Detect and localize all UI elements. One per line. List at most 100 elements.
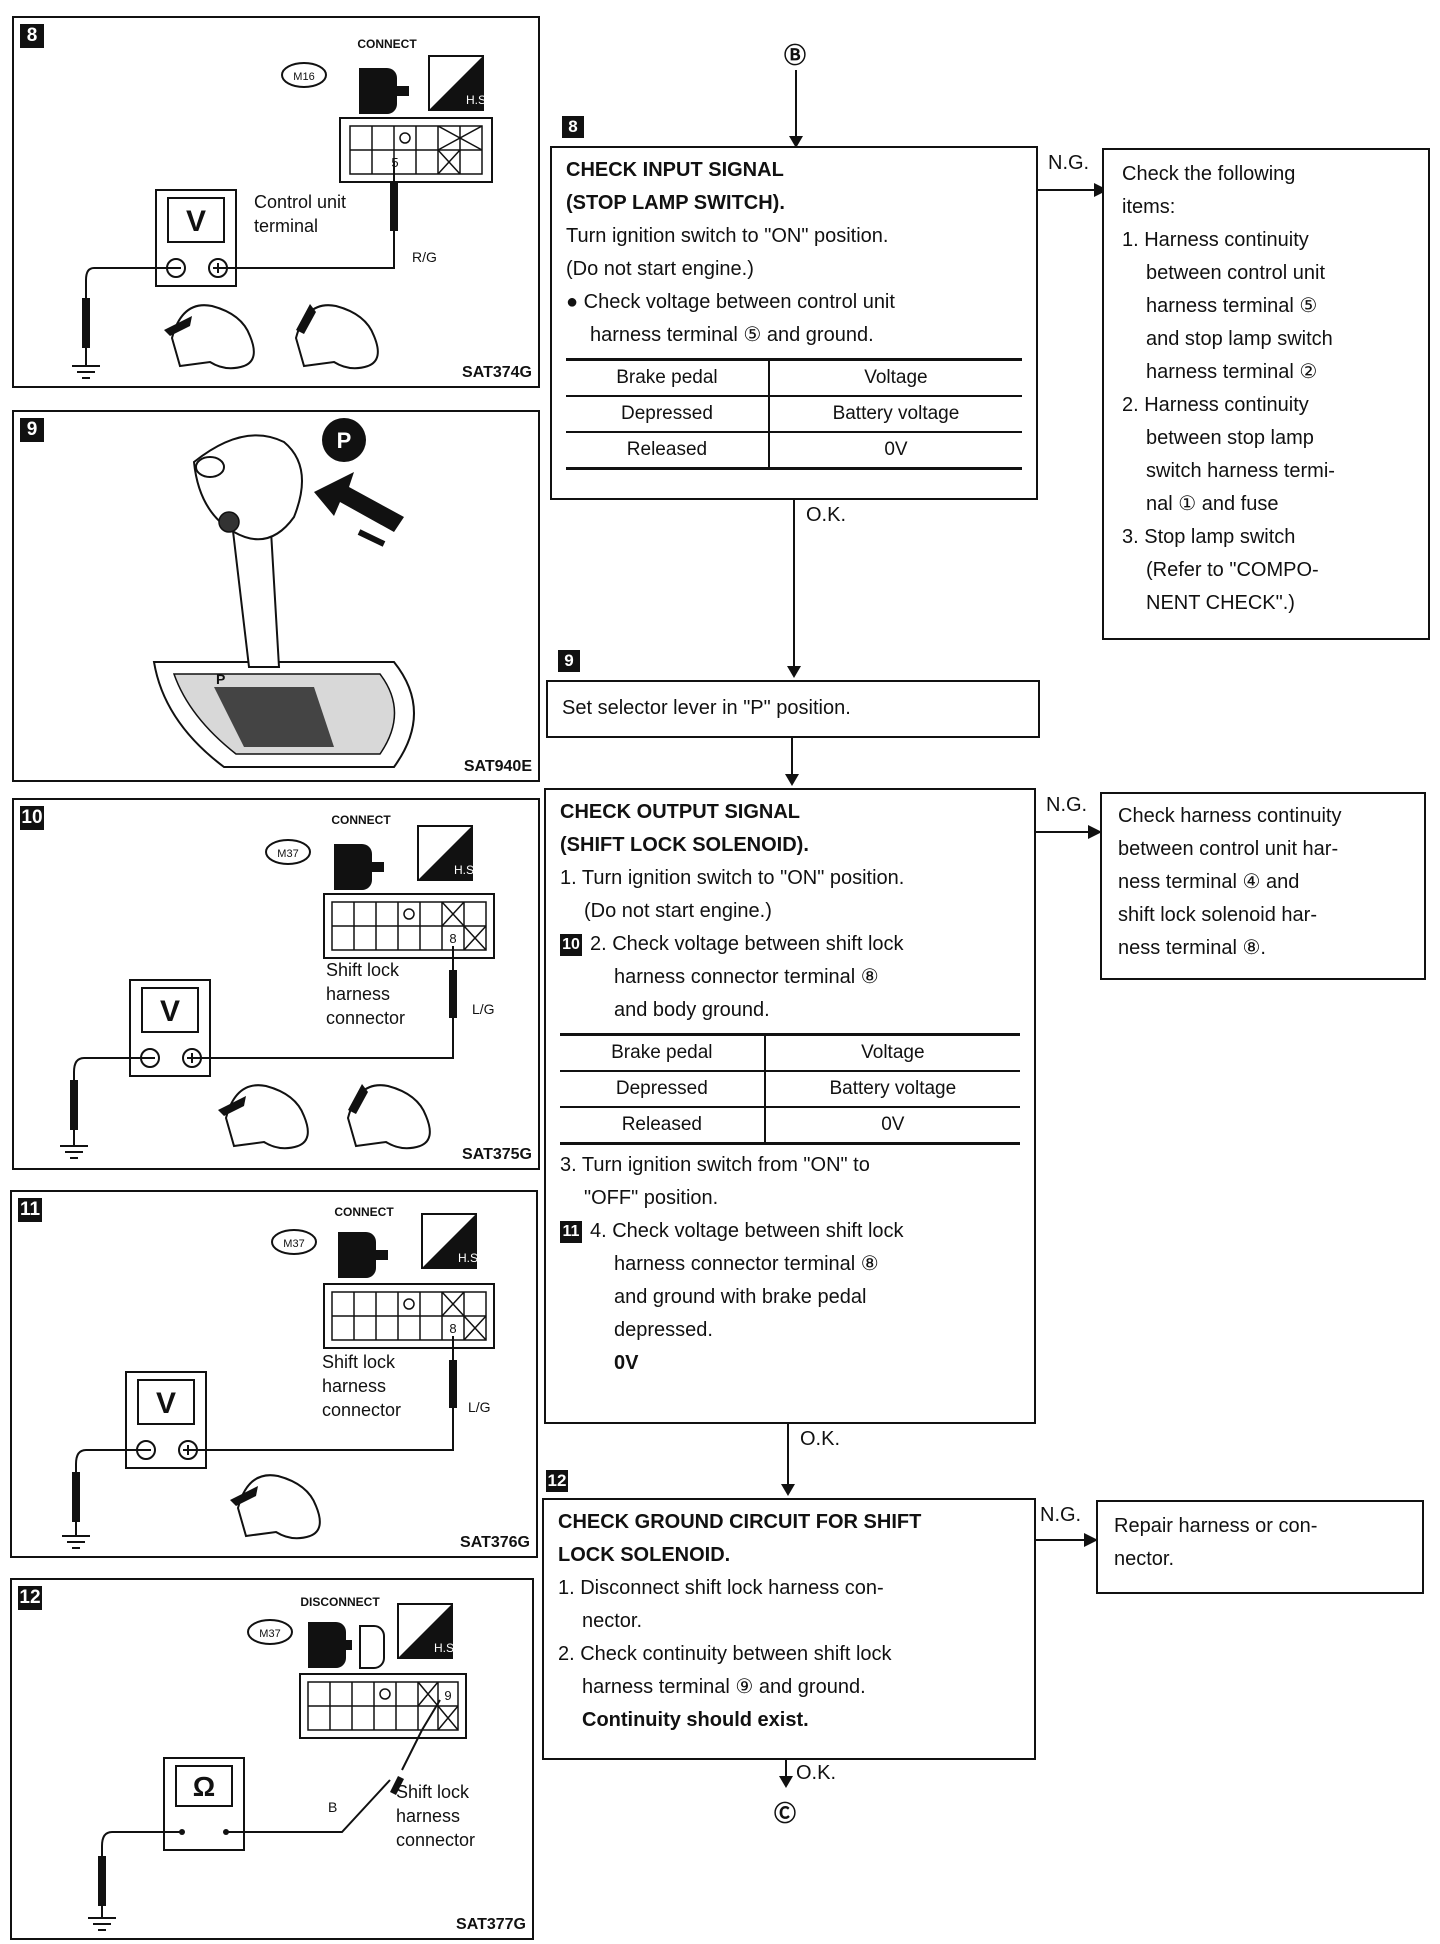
svg-text:Shift lock: Shift lock bbox=[322, 1352, 396, 1372]
voltage-table: Brake pedal Voltage Depressed Battery vo… bbox=[566, 358, 1022, 470]
step-text: depressed. bbox=[614, 1319, 713, 1341]
step-text: (Do not start engine.) bbox=[566, 258, 754, 280]
step-badge-9: 9 bbox=[558, 650, 580, 672]
svg-text:V: V bbox=[186, 205, 206, 238]
step-text: 1. Disconnect shift lock harness con- bbox=[558, 1577, 884, 1599]
figure-code: SAT376G bbox=[460, 1534, 530, 1551]
connector-icon bbox=[359, 68, 409, 114]
svg-text:9: 9 bbox=[444, 1688, 451, 1703]
step-text: 2. Check continuity between shift lock bbox=[558, 1643, 892, 1665]
voltage-table: Brake pedal Voltage Depressed Battery vo… bbox=[560, 1033, 1020, 1145]
svg-text:Control unit: Control unit bbox=[254, 192, 346, 212]
ng-text: ness terminal ④ and bbox=[1118, 871, 1300, 893]
sub-step-badge: 11 bbox=[560, 1220, 582, 1243]
step-text: 1. Turn ignition switch to "ON" position… bbox=[560, 867, 905, 889]
step-8-box: CHECK INPUT SIGNAL (STOP LAMP SWITCH). T… bbox=[550, 146, 1038, 500]
ohmmeter-diagram: M37 DISCONNECT H.S. 9 Shift lock harness… bbox=[88, 1595, 475, 1931]
figure-code: SAT940E bbox=[463, 758, 532, 775]
step-title: CHECK GROUND CIRCUIT FOR SHIFT bbox=[558, 1511, 922, 1533]
figure-code: SAT375G bbox=[462, 1146, 532, 1163]
ng-text: 3. Stop lamp switch bbox=[1122, 526, 1296, 548]
svg-text:harness: harness bbox=[396, 1806, 460, 1826]
svg-text:Shift lock: Shift lock bbox=[396, 1782, 470, 1802]
sub-step-badge: 10 bbox=[560, 933, 582, 956]
table-cell: Depressed bbox=[560, 1071, 766, 1108]
ng-label: N.G. bbox=[1046, 794, 1088, 816]
ng-text: between control unit bbox=[1146, 262, 1326, 284]
svg-text:DISCONNECT: DISCONNECT bbox=[300, 1595, 380, 1609]
table-cell: Battery voltage bbox=[768, 396, 1022, 433]
ng-text: between control unit har- bbox=[1118, 838, 1339, 860]
svg-text:H.S.: H.S. bbox=[458, 1251, 481, 1265]
ok-label: O.K. bbox=[800, 1428, 841, 1450]
table-header: Brake pedal bbox=[560, 1033, 766, 1072]
figure-panel-12: 12 M37 DISCONNECT H.S. 9 Shift lock harn… bbox=[10, 1578, 534, 1940]
step-text: Turn ignition switch to "ON" position. bbox=[566, 225, 889, 247]
svg-text:connector: connector bbox=[396, 1830, 475, 1850]
step-text: harness connector terminal ⑧ bbox=[614, 966, 879, 988]
svg-text:terminal: terminal bbox=[254, 216, 318, 236]
ng-text: Check the following bbox=[1122, 163, 1296, 185]
svg-text:CONNECT: CONNECT bbox=[334, 1205, 394, 1219]
svg-text:P: P bbox=[216, 671, 225, 687]
ng-text: harness terminal ② bbox=[1146, 361, 1318, 383]
ng-text: NENT CHECK".) bbox=[1146, 592, 1295, 614]
step-text: harness connector terminal ⑧ bbox=[614, 1253, 879, 1275]
step-10-ng-box: Check harness continuity between control… bbox=[1100, 792, 1426, 980]
svg-text:H.S.: H.S. bbox=[454, 863, 477, 877]
svg-text:harness: harness bbox=[326, 984, 390, 1004]
panel-number: 9 bbox=[20, 418, 44, 442]
step-badge-8: 8 bbox=[562, 116, 584, 138]
wire-color: R/G bbox=[412, 249, 437, 265]
ng-text: ness terminal ⑧. bbox=[1118, 937, 1266, 959]
figure-panel-10: 10 M37 CONNECT H.S. 8 L/G Shift lock har… bbox=[12, 798, 540, 1170]
svg-text:8: 8 bbox=[449, 931, 456, 946]
table-cell: 0V bbox=[768, 432, 1022, 470]
meter-diagram: M37 CONNECT H.S. 8 L/G Shift lock harnes… bbox=[60, 813, 495, 1159]
svg-text:M37: M37 bbox=[277, 848, 298, 860]
p-indicator bbox=[322, 418, 366, 462]
svg-text:M37: M37 bbox=[283, 1238, 304, 1250]
step-12-box: CHECK GROUND CIRCUIT FOR SHIFT LOCK SOLE… bbox=[542, 1498, 1036, 1760]
ng-text: shift lock solenoid har- bbox=[1118, 904, 1317, 926]
table-cell: 0V bbox=[764, 1107, 1020, 1145]
voltmeter bbox=[155, 189, 237, 287]
svg-text:H.S.: H.S. bbox=[434, 1641, 457, 1655]
svg-text:L/G: L/G bbox=[468, 1399, 491, 1415]
svg-text:V: V bbox=[160, 995, 180, 1028]
table-cell: Depressed bbox=[566, 396, 770, 433]
table-row: Released 0V bbox=[566, 432, 1022, 470]
ng-text: switch harness termi- bbox=[1146, 460, 1335, 482]
svg-text:8: 8 bbox=[449, 1321, 456, 1336]
step-text: 3. Turn ignition switch from "ON" to bbox=[560, 1154, 870, 1176]
step-10-box: CHECK OUTPUT SIGNAL (SHIFT LOCK SOLENOID… bbox=[544, 788, 1036, 1424]
step-title: CHECK INPUT SIGNAL bbox=[566, 159, 784, 181]
ng-text: 2. Harness continuity bbox=[1122, 394, 1309, 416]
panel-number: 10 bbox=[20, 806, 44, 830]
ng-text: nector. bbox=[1114, 1548, 1175, 1570]
svg-text:harness: harness bbox=[322, 1376, 386, 1396]
expected-result: Continuity should exist. bbox=[582, 1709, 809, 1731]
ng-text: 1. Harness continuity bbox=[1122, 229, 1309, 251]
table-row: Released 0V bbox=[560, 1107, 1020, 1145]
step-title: LOCK SOLENOID. bbox=[558, 1544, 731, 1566]
step-title: (STOP LAMP SWITCH). bbox=[566, 192, 785, 214]
step-text: and ground with brake pedal bbox=[614, 1286, 867, 1308]
ng-label: N.G. bbox=[1040, 1504, 1082, 1526]
svg-text:V: V bbox=[156, 1387, 176, 1420]
ng-text: Repair harness or con- bbox=[1114, 1515, 1318, 1537]
svg-text:connector: connector bbox=[322, 1400, 401, 1420]
svg-text:B: B bbox=[328, 1799, 337, 1815]
step-text: ● Check voltage between control unit bbox=[566, 291, 895, 313]
connector-state-label: CONNECT bbox=[357, 37, 417, 51]
svg-text:M37: M37 bbox=[259, 1628, 280, 1640]
figure-panel-8: 8 M16 CONNECT H.S. 5 R/G Control unit te… bbox=[12, 16, 540, 388]
terminal-block bbox=[339, 117, 493, 183]
meter-diagram: M37 CONNECT H.S. 8 L/G Shift lock harnes… bbox=[62, 1205, 495, 1549]
table-cell: Battery voltage bbox=[764, 1071, 1020, 1108]
ng-text: between stop lamp bbox=[1146, 427, 1314, 449]
selector-lever-diagram: P P bbox=[152, 418, 415, 768]
ng-text: items: bbox=[1122, 196, 1176, 218]
table-row: Depressed Battery voltage bbox=[566, 396, 1022, 433]
table-row: Depressed Battery voltage bbox=[560, 1071, 1020, 1108]
